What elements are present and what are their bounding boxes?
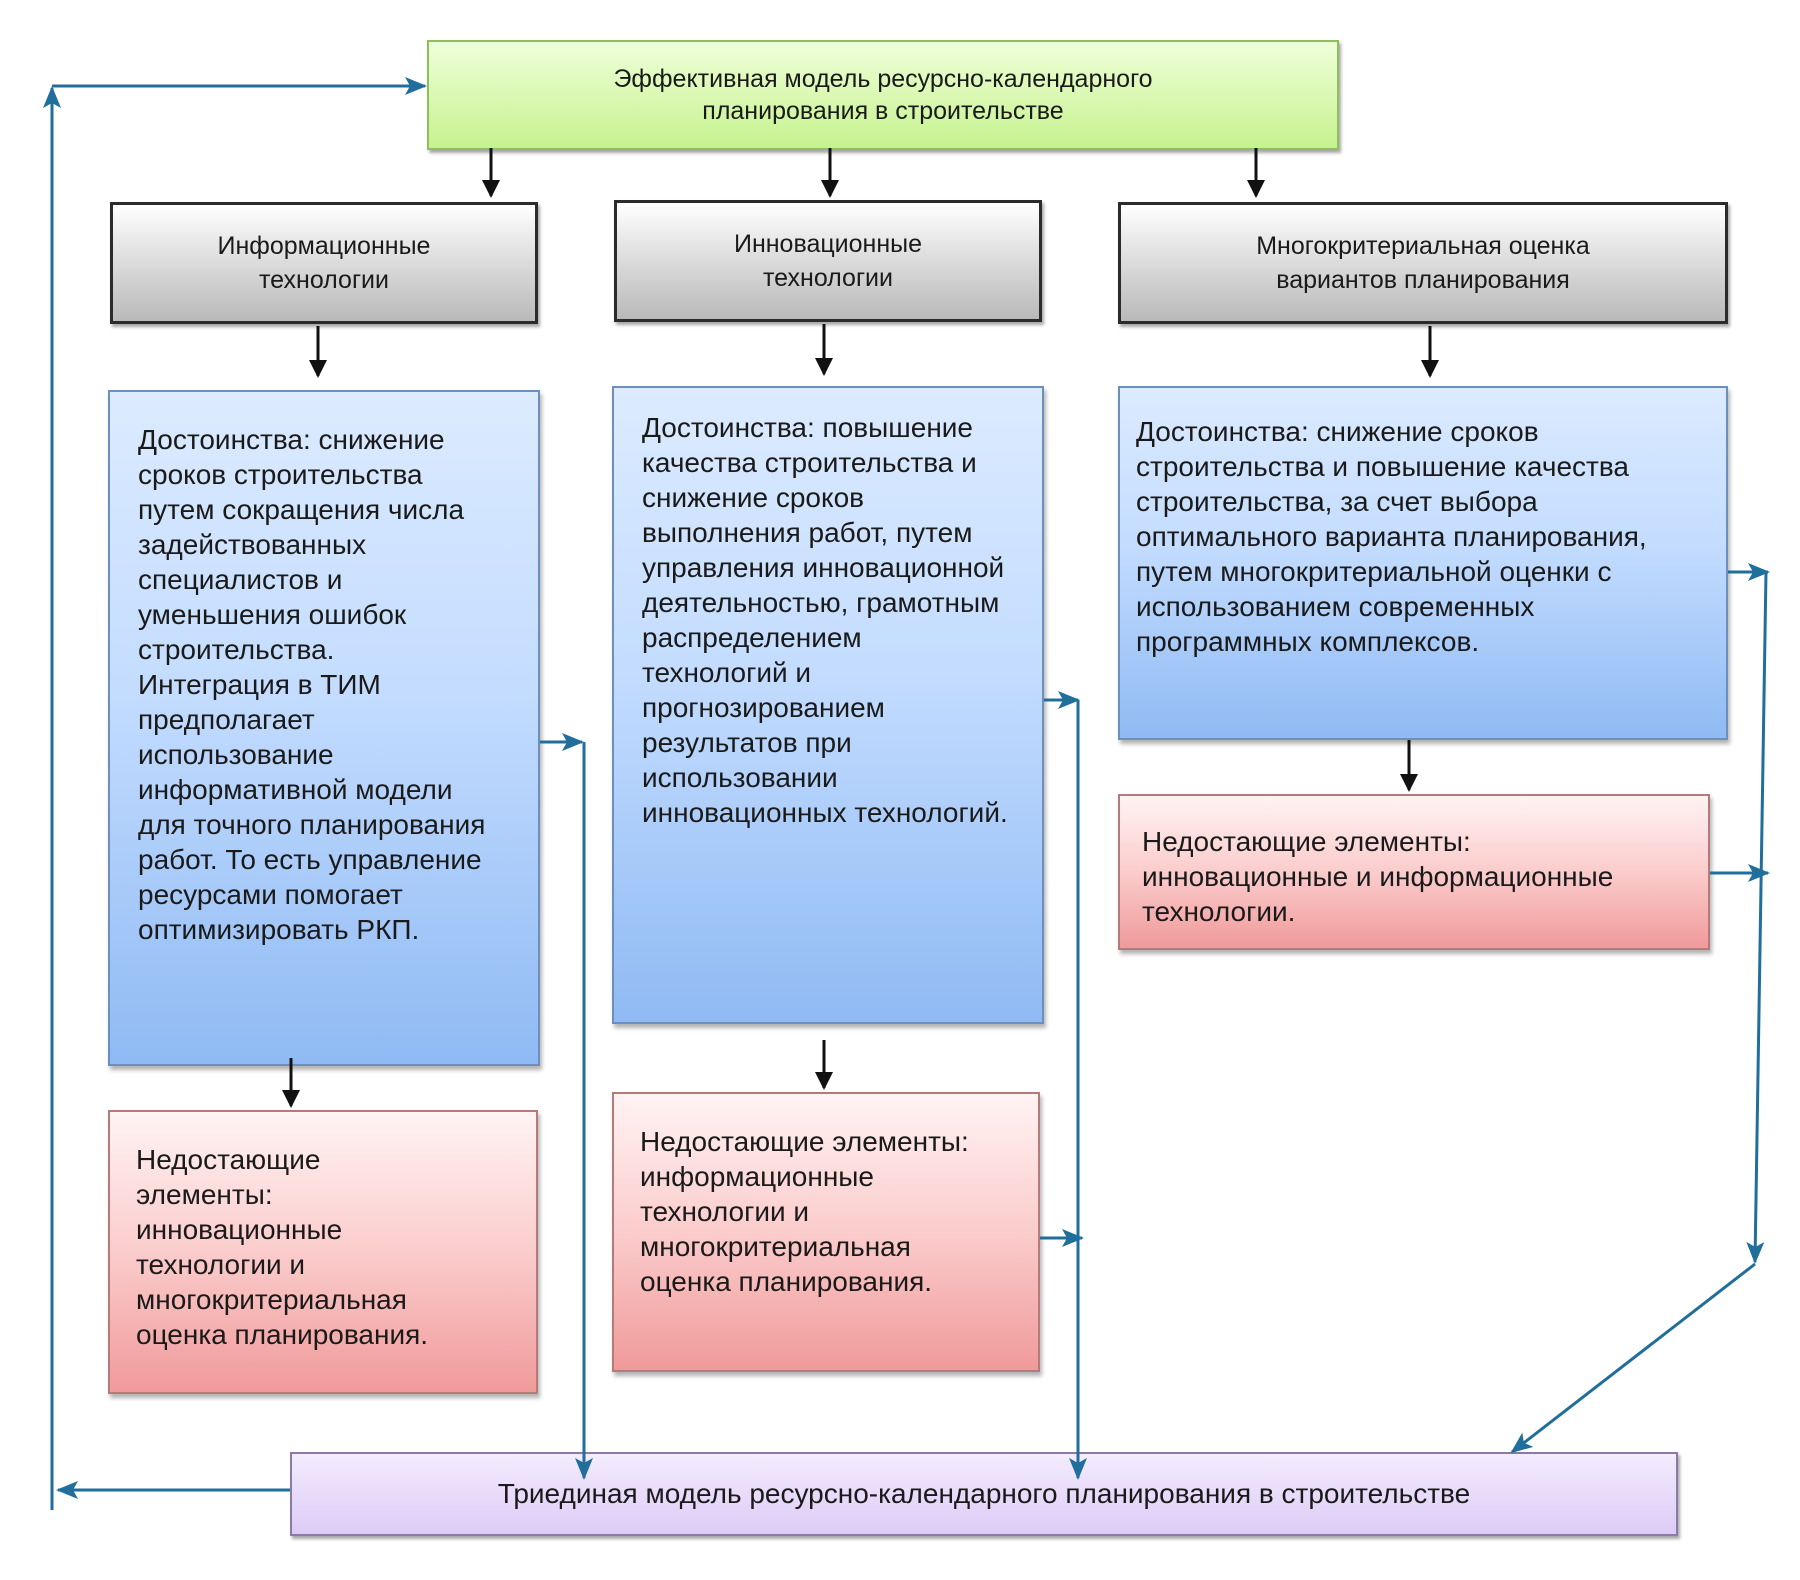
advantages-text: Достоинства: снижение сроков строительст…	[1136, 416, 1647, 657]
category-label: Информационные технологии	[217, 232, 431, 294]
missing-elements-multicriteria-evaluation: Недостающие элементы: инновационные и ин…	[1118, 794, 1710, 950]
feedback-arrow	[1746, 571, 1768, 1264]
category-multicriteria-evaluation: Многокритериальная оценка вариантов план…	[1118, 202, 1728, 324]
advantages-text: Достоинства: повышение качества строител…	[642, 412, 1008, 828]
effective-model-title: Эффективная модель ресурсно-календарного…	[613, 65, 1153, 125]
category-information-technologies: Информационные технологии	[110, 202, 538, 324]
advantages-multicriteria-evaluation: Достоинства: снижение сроков строительст…	[1118, 386, 1728, 740]
advantages-text: Достоинства: снижение сроков строительст…	[138, 424, 486, 945]
category-label: Инновационные технологии	[733, 230, 923, 292]
category-label: Многокритериальная оценка вариантов план…	[1256, 232, 1590, 294]
triune-model-title: Триединая модель ресурсно-календарного п…	[497, 1478, 1471, 1509]
missing-elements-information-technologies: Недостающие элементы: инновационные техн…	[108, 1110, 538, 1394]
feedback-arrow	[1510, 1262, 1756, 1454]
missing-text: Недостающие элементы: информационные тех…	[640, 1126, 969, 1297]
category-innovation-technologies: Инновационные технологии	[614, 200, 1042, 322]
missing-text: Недостающие элементы: инновационные и ин…	[1142, 826, 1614, 927]
advantages-innovation-technologies: Достоинства: повышение качества строител…	[612, 386, 1044, 1024]
missing-elements-innovation-technologies: Недостающие элементы: информационные тех…	[612, 1092, 1040, 1372]
advantages-information-technologies: Достоинства: снижение сроков строительст…	[108, 390, 540, 1066]
effective-model-box: Эффективная модель ресурсно-календарного…	[427, 40, 1339, 150]
missing-text: Недостающие элементы: инновационные техн…	[136, 1144, 429, 1350]
triune-model-box: Триединая модель ресурсно-календарного п…	[290, 1452, 1678, 1536]
